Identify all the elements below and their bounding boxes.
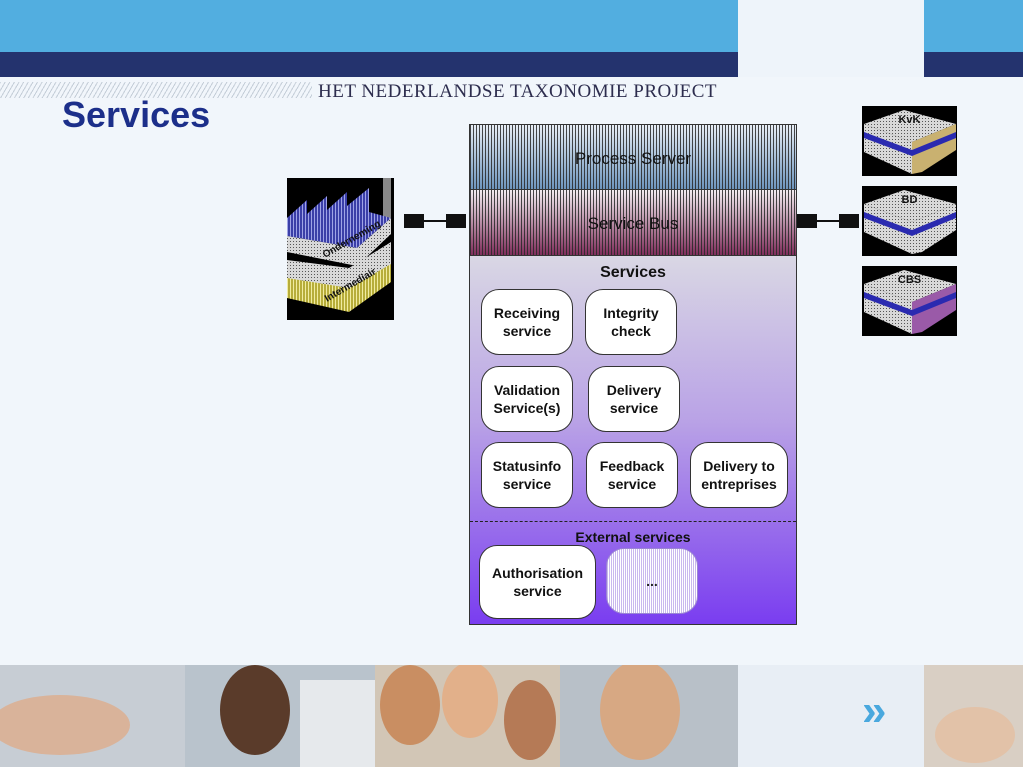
- left-connector: [404, 214, 466, 228]
- statusinfo-service-box: Statusinfo service: [481, 442, 573, 508]
- cbs-label: CBS: [897, 274, 922, 286]
- header-top-band: [0, 0, 1023, 52]
- authorisation-service-box: Authorisation service: [479, 545, 596, 619]
- process-server-label: Process Server: [574, 149, 692, 168]
- receiving-service-box: Receiving service: [481, 289, 573, 355]
- project-title: HET NEDERLANDSE TAXONOMIE PROJECT: [318, 81, 718, 102]
- external-divider: [470, 521, 796, 522]
- service-bus-label: Service Bus: [587, 214, 679, 233]
- delivery-to-entreprises-box: Delivery to entreprises: [690, 442, 788, 508]
- header-navy-band: [0, 52, 1023, 77]
- feedback-service-box: Feedback service: [586, 442, 678, 508]
- external-services-heading: External services: [575, 529, 691, 545]
- service-bus-layer: Service Bus: [469, 189, 797, 257]
- chevron-right-icon: »: [862, 686, 887, 735]
- validation-service-box: Validation Service(s): [481, 366, 573, 432]
- bd-building-icon: BD: [862, 186, 957, 256]
- kvk-building-icon: KvK: [862, 106, 957, 176]
- page-title: Services: [62, 94, 211, 135]
- enterprise-factory-icon: Onderneming Intermediair: [287, 178, 394, 320]
- kvk-label: KvK: [898, 114, 921, 126]
- bd-label: BD: [901, 194, 918, 206]
- delivery-service-box: Delivery service: [588, 366, 680, 432]
- right-connector: [797, 214, 859, 228]
- footer-photo-strip: [0, 665, 1023, 767]
- services-container: Services Receiving service Integrity che…: [469, 255, 797, 625]
- header-hatch-decoration: [0, 82, 312, 98]
- cbs-building-icon: CBS: [862, 266, 957, 336]
- services-heading: Services: [600, 264, 666, 281]
- integrity-check-box: Integrity check: [585, 289, 677, 355]
- process-server-layer: Process Server: [469, 124, 797, 190]
- more-services-box: ...: [606, 548, 698, 614]
